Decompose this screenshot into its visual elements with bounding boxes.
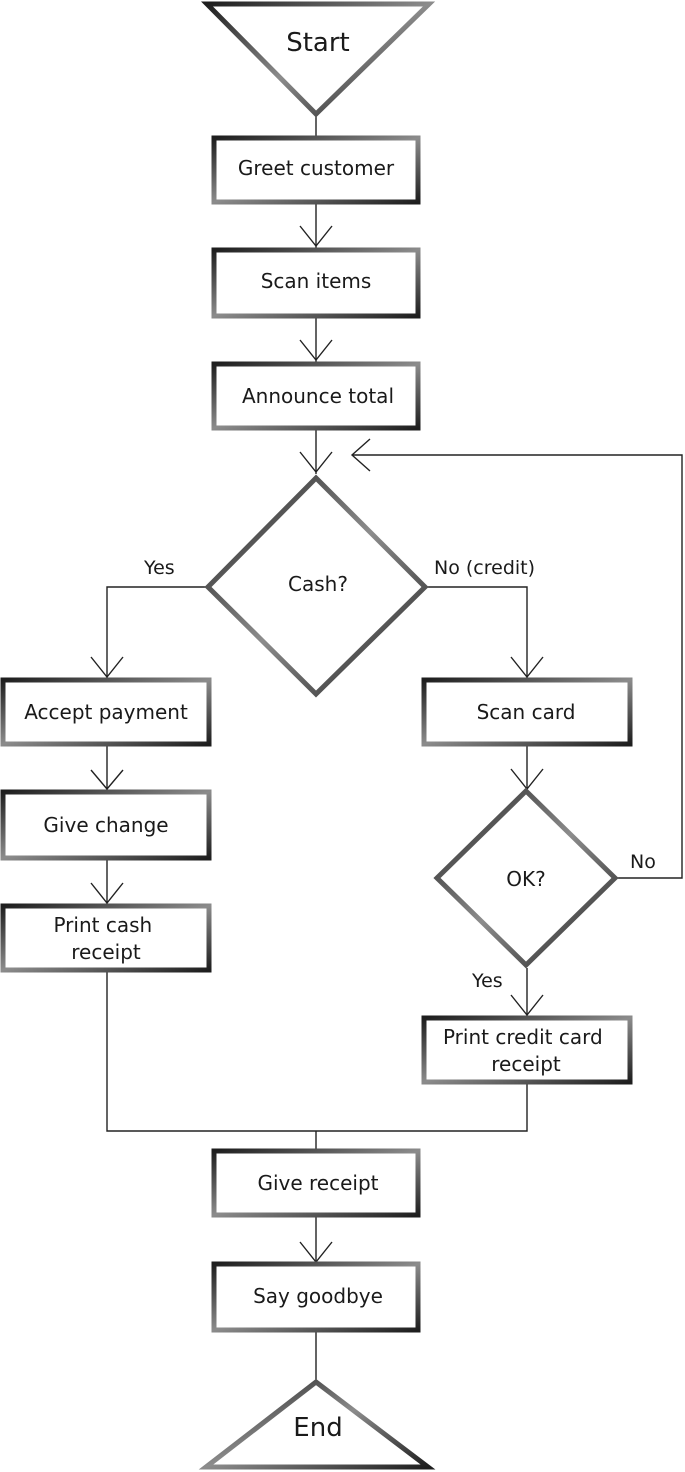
ok-label: OK? xyxy=(506,867,545,891)
edge-cash-no xyxy=(426,586,528,678)
print-credit-receipt-label: Print credit card receipt xyxy=(443,1025,609,1076)
announce-label: Announce total xyxy=(242,384,394,408)
ok-decision: OK? xyxy=(433,787,619,969)
arrowhead xyxy=(299,225,333,248)
start-label: Start xyxy=(286,28,350,58)
arrowhead xyxy=(90,769,124,791)
arrowhead xyxy=(510,656,544,679)
edge-ok-no xyxy=(352,454,683,879)
greet-node: Greet customer xyxy=(211,135,421,205)
start-node: Start xyxy=(201,1,436,118)
cash-no-label: No (credit) xyxy=(434,557,535,579)
arrowhead xyxy=(90,882,124,905)
end-node: End xyxy=(198,1378,436,1470)
give-receipt-label: Give receipt xyxy=(257,1171,378,1195)
cash-yes-label: Yes xyxy=(143,557,175,579)
edge-cash-yes xyxy=(106,586,206,678)
edge-merge xyxy=(106,972,528,1132)
announce-node: Announce total xyxy=(211,361,421,431)
scan-card-node: Scan card xyxy=(421,677,633,747)
print-credit-receipt-node: Print credit card receipt xyxy=(421,1015,633,1085)
print-cash-line-1: Print cash xyxy=(53,913,152,937)
print-cash-receipt-node: Print cash receipt xyxy=(0,903,212,973)
say-goodbye-label: Say goodbye xyxy=(253,1284,383,1308)
print-credit-line-1: Print credit card xyxy=(443,1025,603,1049)
ok-no-label: No xyxy=(630,851,656,873)
arrowhead xyxy=(299,451,333,474)
print-cash-receipt-label: Print cash receipt xyxy=(53,913,158,964)
scan-items-node: Scan items xyxy=(211,247,421,319)
accept-payment-label: Accept payment xyxy=(24,700,188,724)
arrowhead xyxy=(299,339,333,362)
arrowhead xyxy=(350,438,371,472)
scan-card-label: Scan card xyxy=(477,700,576,724)
give-change-label: Give change xyxy=(43,813,168,837)
print-credit-line-2: receipt xyxy=(491,1052,561,1076)
end-label: End xyxy=(293,1413,342,1443)
accept-payment-node: Accept payment xyxy=(0,677,212,747)
ok-yes-label: Yes xyxy=(471,970,503,992)
give-change-node: Give change xyxy=(0,789,212,861)
print-cash-line-2: receipt xyxy=(71,940,141,964)
say-goodbye-node: Say goodbye xyxy=(211,1261,421,1333)
give-receipt-node: Give receipt xyxy=(211,1148,421,1218)
greet-label: Greet customer xyxy=(238,156,395,180)
arrowhead xyxy=(90,656,124,679)
cash-label: Cash? xyxy=(288,572,348,596)
scan-items-label: Scan items xyxy=(261,269,372,293)
cash-decision: Cash? xyxy=(204,474,429,698)
arrowhead xyxy=(510,994,544,1017)
